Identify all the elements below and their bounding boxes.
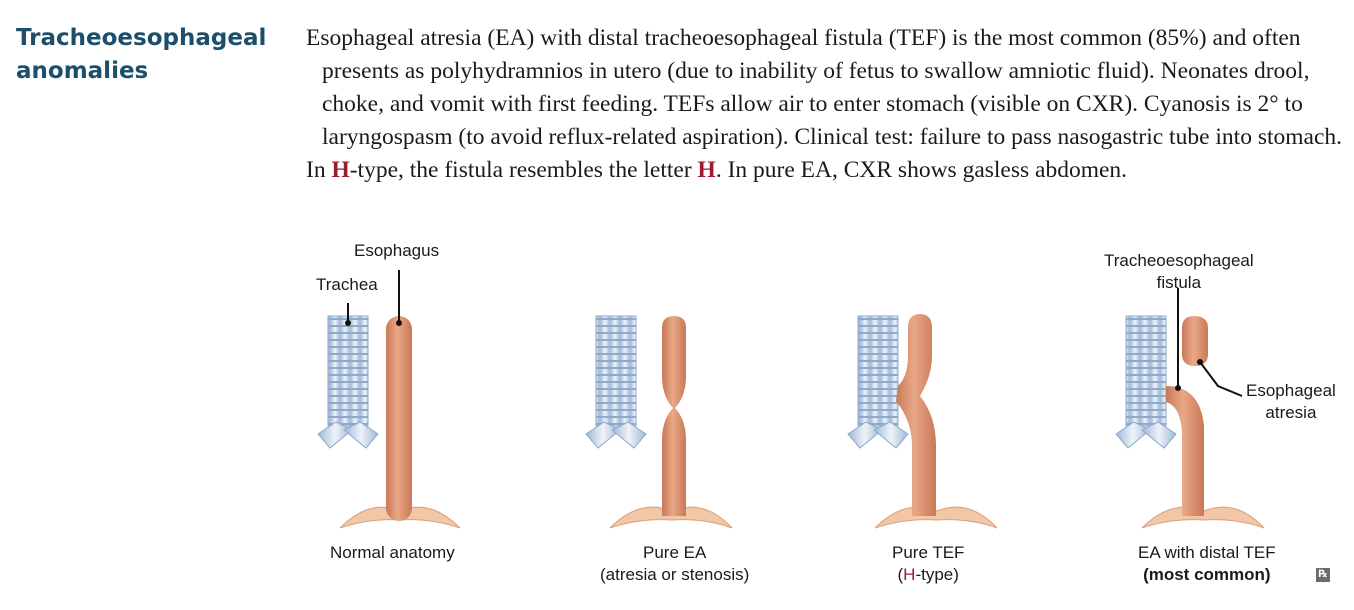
panel-normal [317,270,461,529]
anomalies-figure: Esophagus Trachea Tracheoesophageal fist… [300,236,1350,606]
anomalies-illustration [317,270,1265,529]
bronchus-left [317,421,353,449]
p2-highlight-h1: H [331,157,350,183]
caption-ea-distal-line2: (most common) [1138,564,1276,586]
distal-fistula [1166,386,1204,516]
caption-normal: Normal anatomy [330,543,455,562]
panel-pure-tef [847,314,998,529]
caption-pure-tef: Pure TEF (H-type) [892,542,964,586]
label-esophagus: Esophagus [354,241,440,260]
caption-pure-ea: Pure EA (atresia or stenosis) [600,542,749,586]
heading-line-2: anomalies [16,58,149,84]
esophagus [386,316,412,521]
p2-highlight-h2: H [697,157,716,183]
caption-most-common: (most common) [1143,565,1271,584]
heading-line-1: Tracheoesophageal [16,25,267,51]
caption-ea-distal-line1: EA with distal TEF [1138,543,1276,562]
paragraph-main: Esophageal atresia (EA) with distal trac… [306,25,1343,150]
p2-text-b: -type, the fistula resembles the letter [349,157,698,183]
caption-h-highlight: H [903,565,916,584]
h-type-esophagus [896,314,936,516]
caption-pure-tef-line2: (H-type) [892,564,964,586]
label-atresia-line2: atresia [1265,403,1317,422]
esophagus-atresia [662,316,686,516]
panel-ea-distal-tef [1115,288,1265,529]
p2-text-a: In [306,157,332,183]
caption-paren-close: -type) [915,565,959,584]
caption-ea-distal-tef: EA with distal TEF (most common) [1138,542,1276,586]
label-esophageal-atresia: Esophageal atresia [1246,380,1336,424]
label-atresia-line1: Esophageal [1246,381,1336,400]
caption-paren-open: ( [897,565,904,584]
panel-pure-ea [585,315,733,529]
trachea [327,315,369,427]
label-tef-line1: Tracheoesophageal [1104,251,1254,270]
bronchus-right [343,421,379,449]
label-trachea: Trachea [316,275,378,294]
esophageal-pouch [1182,316,1208,366]
body-text: Esophageal atresia (EA) with distal trac… [306,22,1346,187]
caption-pure-tef-line1: Pure TEF [892,543,965,562]
paragraph-h-type: In H-type, the fistula resembles the let… [306,154,1346,187]
section-heading: Tracheoesophageal anomalies [16,22,296,88]
caption-pure-ea-line1: Pure EA [642,543,707,562]
label-tef: Tracheoesophageal fistula [1104,250,1254,294]
rx-icon: ℞ [1316,568,1330,582]
p2-text-c: . In pure EA, CXR shows gasless abdomen. [715,157,1128,183]
label-tef-line2: fistula [1156,273,1202,292]
caption-pure-ea-line2: (atresia or stenosis) [600,565,750,584]
